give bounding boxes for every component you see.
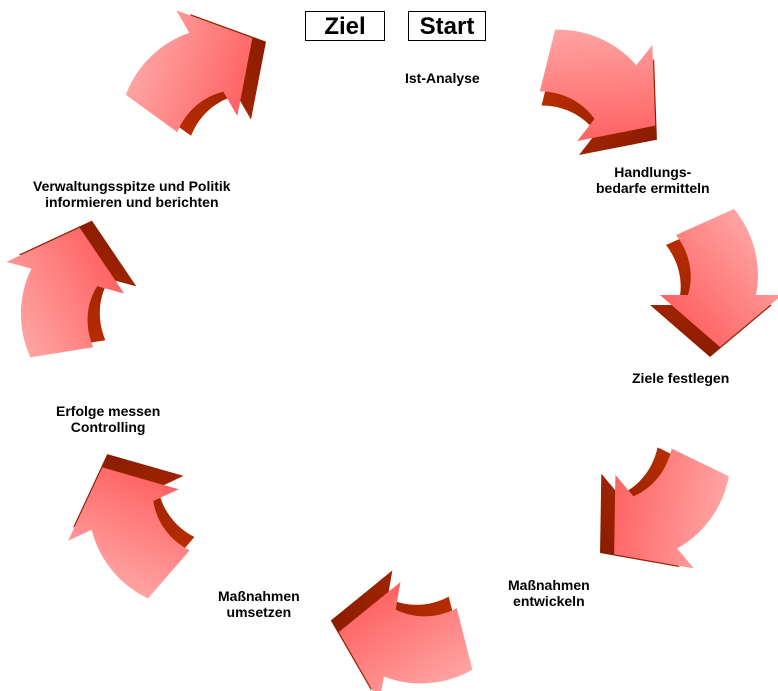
step-label-7-line-2: informieren und berichten	[45, 194, 219, 210]
step-label-6-line-1: Erfolge messen	[56, 403, 161, 419]
arrow-3	[561, 411, 760, 609]
step-label-6-line-2: Controlling	[70, 419, 146, 435]
step-label-1-line-1: Ist-Analyse	[405, 70, 480, 86]
arrow-4	[318, 561, 487, 691]
start-box: Start	[408, 11, 486, 41]
step-label-2-line-1: Handlungs-	[614, 164, 692, 180]
step-label-4: Maßnahmen entwickeln	[508, 577, 590, 609]
step-label-2-line-2: bedarfe ermitteln	[596, 180, 710, 196]
step-label-7: Verwaltungsspitze und Politik informiere…	[33, 178, 231, 210]
step-label-5-line-2: umsetzen	[226, 604, 292, 620]
arrow-7	[101, 0, 297, 168]
arrow-5	[41, 428, 225, 619]
step-label-6: Erfolge messen Controlling	[56, 403, 160, 435]
step-label-3: Ziele festlegen	[632, 370, 729, 386]
step-label-4-line-1: Maßnahmen	[508, 577, 590, 593]
goal-box: Ziel	[305, 11, 385, 41]
step-label-5-line-1: Maßnahmen	[218, 588, 300, 604]
arrow-1	[503, 0, 702, 188]
arrow-2	[650, 209, 778, 357]
step-label-5: Maßnahmen umsetzen	[218, 588, 300, 620]
step-label-1: Ist-Analyse	[405, 70, 480, 86]
step-label-7-line-1: Verwaltungsspitze und Politik	[33, 178, 231, 194]
step-label-4-line-2: entwickeln	[513, 593, 585, 609]
step-label-3-line-1: Ziele festlegen	[632, 370, 730, 386]
step-label-2: Handlungs- bedarfe ermitteln	[596, 164, 710, 196]
arrow-6	[0, 201, 150, 380]
